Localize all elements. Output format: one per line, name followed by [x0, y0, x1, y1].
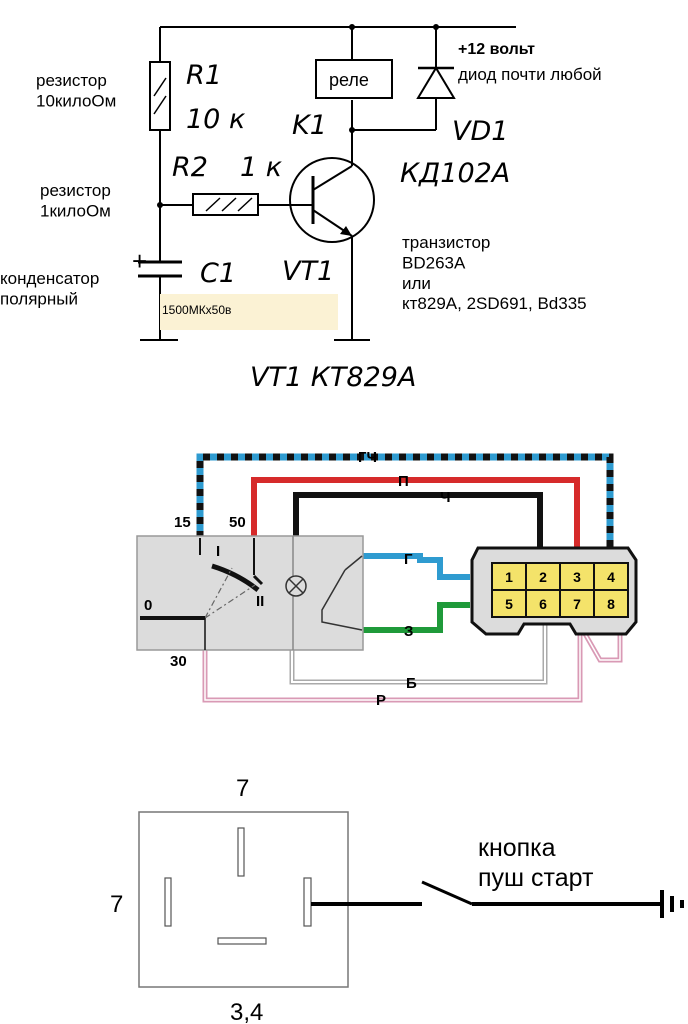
wire-black	[293, 492, 543, 556]
text-line: 1килоОм	[40, 201, 111, 220]
supply-label: +12 вольт	[458, 41, 535, 58]
ignition-switch-body	[136, 535, 364, 651]
switch-arc	[211, 563, 260, 592]
connector-pin	[559, 589, 595, 618]
wire-label-z: З	[404, 623, 413, 640]
terminal-0: 0	[144, 597, 152, 614]
text-line: BD263A	[402, 253, 466, 272]
connector-pin	[491, 589, 527, 618]
r2-ref: R2	[172, 152, 208, 183]
connector-pin	[593, 589, 629, 618]
diode-ref: VD1	[452, 116, 508, 147]
wire-label-p: П	[398, 473, 409, 490]
connector-pin-label: 8	[607, 596, 615, 612]
capacitor-value-box	[160, 294, 338, 330]
connector-pin-label: 4	[607, 569, 615, 585]
terminal-50: 50	[229, 514, 246, 531]
terminal-15: 15	[174, 514, 191, 531]
socket-label-left: 7	[110, 891, 123, 918]
socket-pin-top	[237, 827, 245, 877]
socket-pin-left	[164, 877, 172, 927]
connector-pin-grid: 1 2 3 4 5 6 7 8	[491, 562, 629, 618]
wire-label-b: Б	[406, 675, 417, 692]
socket-pin-bottom	[217, 937, 267, 945]
terminal-30: 30	[170, 653, 187, 670]
connector-pin-label: 2	[539, 569, 547, 585]
c1-plus: +	[132, 246, 147, 276]
r1-ref: R1	[186, 60, 222, 91]
position-ii: II	[256, 593, 264, 610]
text-line: 10килоОм	[36, 91, 116, 110]
connector-pin-label: 3	[573, 569, 581, 585]
relay-k1	[315, 59, 393, 99]
connector-pin-label: 5	[505, 596, 513, 612]
wire-label-g: Г	[404, 551, 413, 568]
wire-label-r: Р	[376, 692, 386, 709]
socket-label-top: 7	[236, 775, 249, 802]
position-i: I	[216, 543, 220, 560]
connector-pin	[559, 562, 595, 591]
relay-ref: K1	[292, 110, 327, 141]
diode-description: диод почти любой	[458, 65, 602, 84]
diode-part: КД102А	[400, 158, 510, 189]
transistor-ref: VT1	[282, 256, 334, 287]
wire-label-gch: ГЧ	[358, 449, 377, 466]
ignition-switch-wiring: 1 2 3 4 5 6 7 8 ГЧ П Ч Г З Б Р 15 50 0 30 I II	[136, 449, 638, 709]
connector-pin	[525, 589, 561, 618]
transistor-vt1	[289, 157, 375, 243]
socket-pin-right	[303, 877, 312, 927]
transistor-footer: VT1 КТ829А	[250, 362, 416, 393]
wire-blue	[362, 553, 470, 580]
r2-value: 1 к	[240, 152, 283, 183]
text-line: пуш старт	[478, 864, 594, 892]
wire-green	[362, 602, 470, 633]
c1-ref: C1	[200, 258, 236, 289]
wire-label-ch: Ч	[440, 489, 451, 506]
wire-red	[251, 477, 580, 556]
text-line: или	[402, 274, 431, 293]
text-line: кт829А, 2SD691, Bd335	[402, 294, 587, 313]
resistor-r1	[149, 61, 171, 131]
relay-label: реле	[329, 70, 369, 90]
diode-vd1	[416, 66, 456, 99]
r1-value: 10 к	[186, 104, 246, 135]
connector-pin	[525, 562, 561, 591]
connector-pin-label: 6	[539, 596, 547, 612]
resistor-r2	[192, 193, 259, 216]
text-line: полярный	[0, 289, 78, 308]
c1-value: 1500МКх50в	[162, 303, 231, 317]
socket-label-bottom: 3,4	[230, 999, 263, 1024]
push-button-switch	[421, 880, 473, 906]
connector-pin-label: 7	[573, 596, 581, 612]
connector-pin-label: 1	[505, 569, 513, 585]
